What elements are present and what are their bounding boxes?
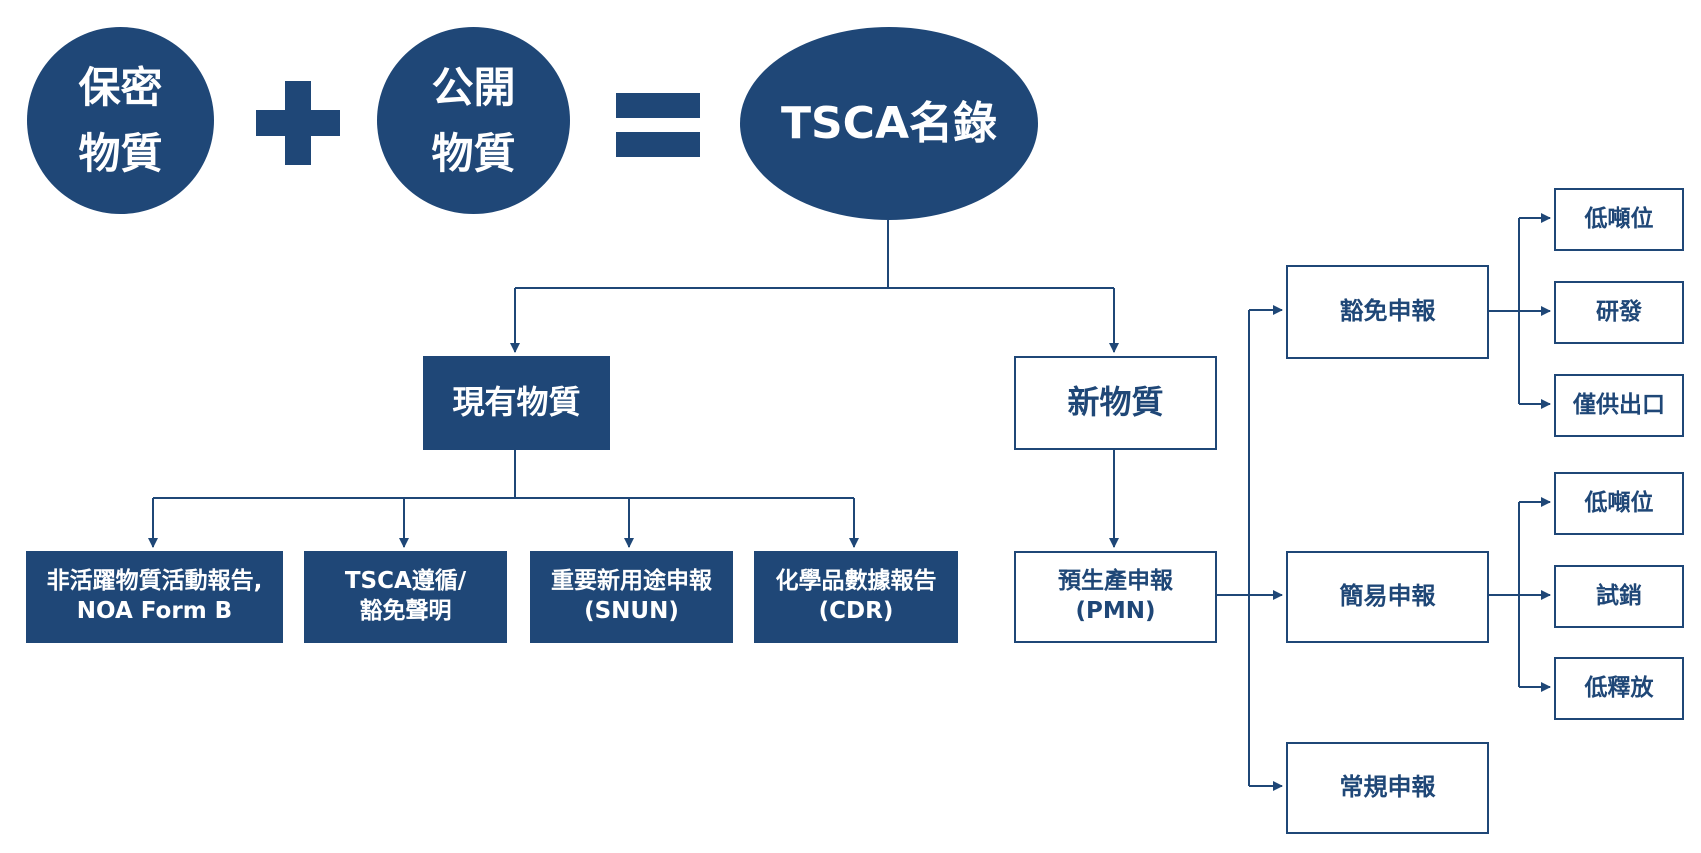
exempt-submission-box: 豁免申報 [1286, 265, 1489, 359]
pmn-line1: 預生產申報 [1058, 568, 1173, 595]
exempt-child-3: 僅供出口 [1573, 391, 1665, 418]
cdr-line2: (CDR) [818, 598, 894, 624]
equals-icon-bottom [616, 132, 700, 157]
existing-substance-label: 現有物質 [452, 383, 581, 422]
simple-test-market-box: 試銷 [1554, 565, 1684, 628]
new-substance-label: 新物質 [1067, 383, 1164, 422]
circle-a-line1: 保密 [78, 63, 163, 113]
regular-label: 常規申報 [1339, 773, 1436, 802]
plus-icon-vertical [285, 81, 311, 165]
compliance-line2: 豁免聲明 [359, 598, 452, 624]
pmn-line2: (PMN) [1075, 598, 1156, 624]
simple-low-release-box: 低釋放 [1554, 657, 1684, 720]
circle-b-line1: 公開 [431, 63, 516, 113]
snun-box: 重要新用途申報 (SNUN) [530, 551, 733, 643]
simple-submission-box: 簡易申報 [1286, 551, 1489, 643]
snun-line1: 重要新用途申報 [551, 568, 712, 595]
exempt-export-only-box: 僅供出口 [1554, 374, 1684, 437]
circle-a-line2: 物質 [78, 128, 163, 178]
exempt-label: 豁免申報 [1339, 297, 1436, 326]
circle-b-line2: 物質 [431, 128, 516, 178]
simple-child-2: 試銷 [1596, 582, 1642, 609]
noa-line1: 非活躍物質活動報告, [46, 568, 263, 595]
equals-icon-top [616, 93, 700, 118]
new-substance-box: 新物質 [1014, 356, 1217, 450]
compliance-line1: TSCA遵循/ [344, 568, 467, 595]
existing-substance-box: 現有物質 [423, 356, 610, 450]
tsca-inventory-ellipse: TSCA名錄 [740, 27, 1038, 220]
pmn-box: 預生產申報 (PMN) [1014, 551, 1217, 643]
noa-line2: NOA Form B [76, 598, 233, 624]
cdr-box: 化學品數據報告 (CDR) [754, 551, 958, 643]
exempt-child-2: 研發 [1596, 298, 1642, 325]
exempt-child-1: 低噸位 [1584, 205, 1654, 232]
exempt-low-volume-box: 低噸位 [1554, 188, 1684, 251]
simple-low-volume-box: 低噸位 [1554, 472, 1684, 535]
confidential-substance-circle: 保密 物質 [27, 27, 214, 214]
cdr-line1: 化學品數據報告 [775, 568, 937, 595]
simple-child-3: 低釋放 [1584, 674, 1654, 701]
noa-form-b-box: 非活躍物質活動報告, NOA Form B [26, 551, 283, 643]
simple-label: 簡易申報 [1339, 582, 1436, 611]
tsca-inventory-label: TSCA名錄 [780, 97, 998, 149]
public-substance-circle: 公開 物質 [377, 27, 570, 214]
tsca-compliance-box: TSCA遵循/ 豁免聲明 [304, 551, 507, 643]
snun-line2: (SNUN) [584, 598, 679, 624]
exempt-rnd-box: 研發 [1554, 281, 1684, 344]
simple-child-1: 低噸位 [1584, 489, 1654, 516]
regular-submission-box: 常規申報 [1286, 742, 1489, 834]
